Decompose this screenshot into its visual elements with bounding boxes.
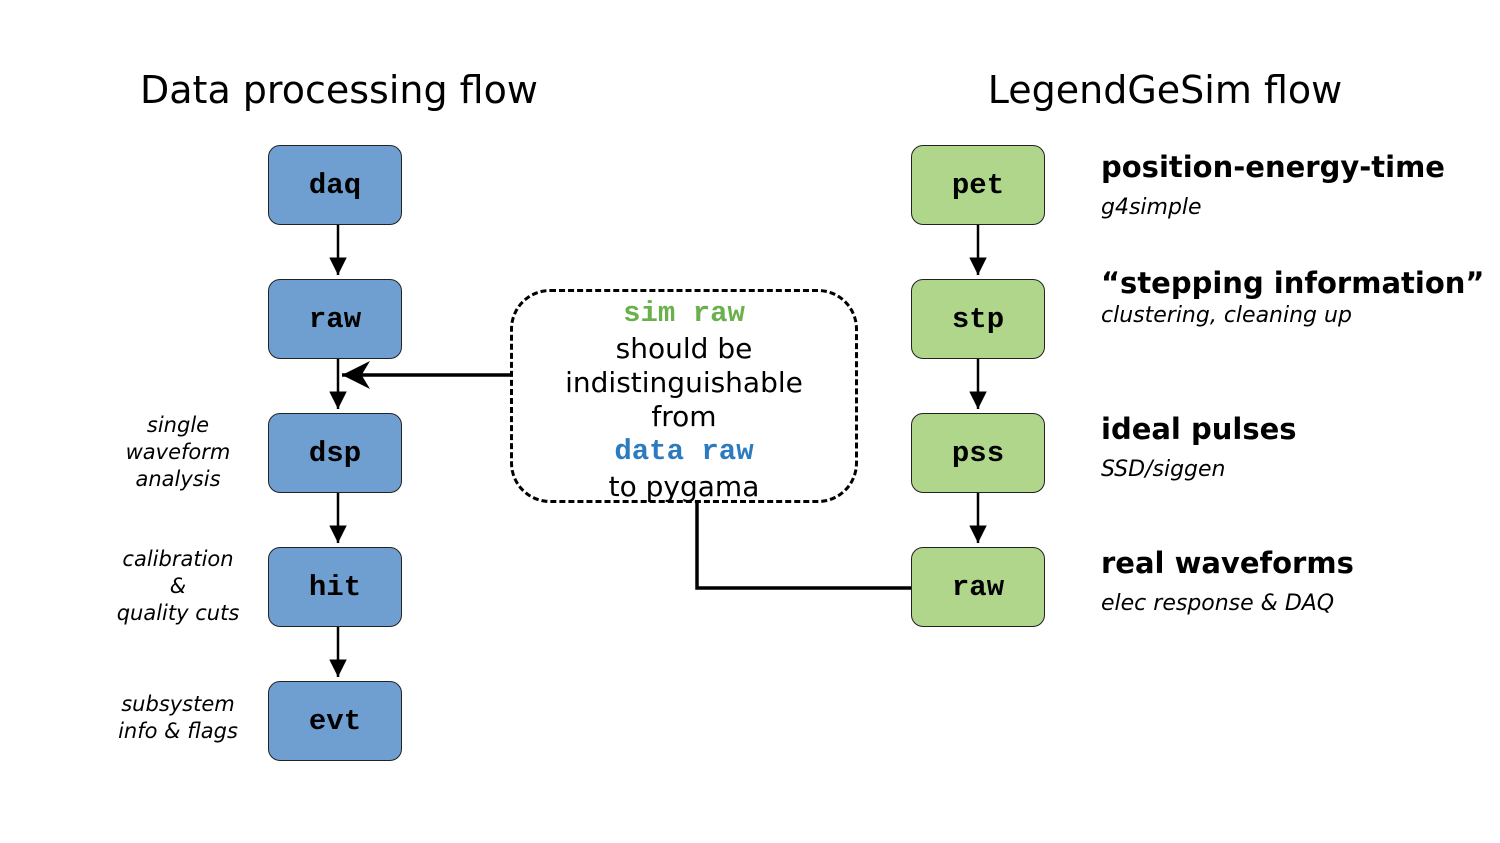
node-evt: evt (268, 681, 402, 761)
note-data-raw: data raw (614, 435, 754, 468)
hit-annotation: calibration & quality cuts (116, 547, 240, 625)
node-daq: daq (268, 145, 402, 225)
node-pet: pet (911, 145, 1045, 225)
evt-annotation: subsystem info & flags (118, 692, 238, 743)
note-box: sim raw should be indistinguishable from… (510, 289, 858, 503)
note-line: from (651, 400, 717, 433)
left-title: Data processing flow (140, 68, 538, 112)
node-raw-data: raw (268, 279, 402, 359)
stp-heading: “stepping information” (1101, 266, 1485, 300)
node-hit: hit (268, 547, 402, 627)
node-pss: pss (911, 413, 1045, 493)
line-sim-raw-to-note (695, 503, 911, 590)
pet-subtitle: g4simple (1101, 195, 1202, 220)
raw-subtitle: elec response & DAQ (1101, 591, 1335, 616)
dsp-annotation: single waveform analysis (125, 413, 231, 491)
right-title: LegendGeSim flow (987, 68, 1343, 112)
node-stp: stp (911, 279, 1045, 359)
stp-subtitle: clustering, cleaning up (1101, 303, 1352, 328)
node-raw-sim: raw (911, 547, 1045, 627)
pss-heading: ideal pulses (1101, 412, 1297, 446)
pss-subtitle: SSD/siggen (1101, 457, 1226, 482)
note-line: indistinguishable (565, 366, 803, 399)
note-line: to pygama (608, 470, 760, 503)
raw-heading: real waveforms (1101, 546, 1354, 580)
note-line: should be (615, 332, 753, 365)
node-dsp: dsp (268, 413, 402, 493)
note-sim-raw: sim raw (623, 297, 745, 330)
pet-heading: position-energy-time (1101, 150, 1445, 184)
